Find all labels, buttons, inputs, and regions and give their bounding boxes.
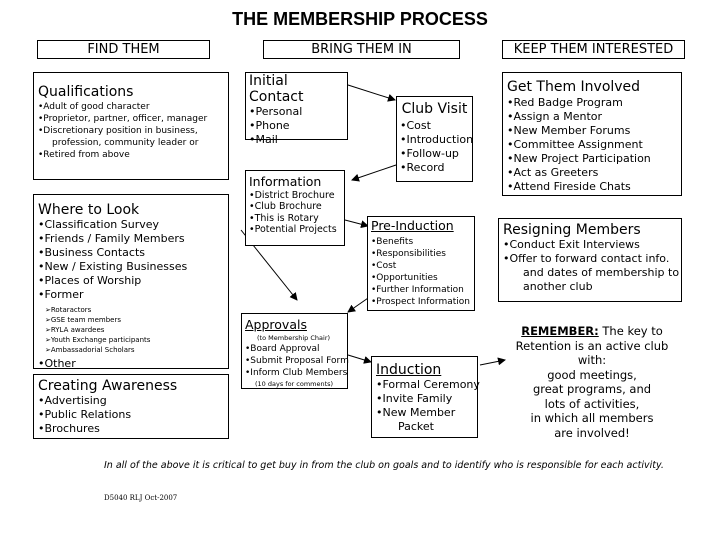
former-sub-item: ➢Youth Exchange participants	[45, 336, 151, 344]
pre-induction-item: •Prospect Information	[371, 296, 470, 307]
awareness-item: •Public Relations	[38, 408, 132, 421]
involved-item: •Red Badge Program	[507, 96, 623, 109]
approvals-note-bottom: (10 days for comments)	[255, 379, 334, 388]
qualifications-box: Qualifications •Adult of good character …	[33, 72, 229, 180]
qualification-item: •Adult of good character	[38, 102, 150, 112]
approvals-item: •Board Approval	[245, 343, 320, 354]
remember-line: Retention is an active club with:	[515, 338, 669, 368]
where-to-look-item: •Friends / Family Members	[38, 232, 185, 245]
remember-line: lots of activities,	[544, 396, 640, 411]
initial-contact-heading: Initial Contact	[249, 73, 304, 105]
where-to-look-item: •Business Contacts	[38, 246, 146, 259]
pre-induction-box: Pre-Induction •Benefits •Responsibilitie…	[367, 216, 475, 311]
induction-item: Packet	[398, 420, 434, 433]
arrow-approvals-to-induction	[347, 354, 372, 364]
involved-item: •Assign a Mentor	[507, 110, 603, 123]
where-to-look-box: Where to Look •Classification Survey •Fr…	[33, 194, 229, 370]
information-item: •This is Rotary	[249, 212, 319, 224]
club-visit-item: •Introduction	[400, 133, 474, 146]
awareness-item: •Brochures	[38, 422, 100, 435]
pre-induction-heading: Pre-Induction	[371, 218, 454, 233]
footer-note: In all of the above it is critical to ge…	[104, 460, 664, 471]
resigning-item: and dates of membership to	[523, 266, 680, 279]
resigning-members-heading: Resigning Members	[503, 222, 641, 238]
involved-item: •Attend Fireside Chats	[507, 180, 631, 193]
former-sub-item: ➢Ambassadorial Scholars	[45, 346, 135, 354]
remember-line: good meetings,	[547, 367, 637, 382]
induction-item: •Invite Family	[376, 392, 453, 405]
resigning-item: another club	[523, 280, 593, 293]
pre-induction-item: •Cost	[371, 260, 397, 271]
information-box: Information •District Brochure •Club Bro…	[245, 170, 345, 246]
arrow-contact-to-visit	[347, 84, 396, 102]
arrow-visit-to-information	[351, 164, 397, 182]
qualifications-heading: Qualifications	[38, 84, 134, 100]
involved-item: •Committee Assignment	[507, 138, 643, 151]
induction-item: •New Member	[376, 406, 456, 419]
approvals-box: Approvals (to Membership Chair) •Board A…	[241, 313, 349, 389]
creating-awareness-heading: Creating Awareness	[38, 378, 178, 394]
club-visit-heading: Club Visit	[401, 101, 468, 117]
remember-label: REMEMBER:	[521, 324, 599, 338]
information-item: •Potential Projects	[249, 224, 337, 235]
induction-item: •Formal Ceremony	[376, 378, 480, 391]
contact-item: •Personal	[249, 105, 303, 118]
page-title: THE MEMBERSHIP PROCESS	[232, 9, 488, 29]
resigning-item: •Offer to forward contact info.	[503, 252, 670, 265]
remember-line: are involved!	[554, 425, 630, 440]
get-them-involved-box: Get Them Involved •Red Badge Program •As…	[502, 72, 682, 196]
information-item: •District Brochure	[249, 189, 335, 201]
where-to-look-item: •Former	[38, 288, 84, 301]
involved-item: •Act as Greeters	[507, 166, 599, 179]
former-sub-item: ➢Rotaractors	[45, 306, 92, 314]
get-them-involved-heading: Get Them Involved	[507, 79, 641, 95]
header-keep-them-interested: KEEP THEM INTERESTED	[502, 40, 685, 59]
arrow-information-to-preinduction	[344, 219, 369, 229]
awareness-item: •Advertising	[38, 394, 107, 407]
contact-item: •Phone	[249, 119, 290, 132]
club-visit-item: •Follow-up	[400, 147, 459, 160]
remember-line: great programs, and	[532, 382, 652, 396]
where-to-look-heading: Where to Look	[38, 202, 140, 218]
header-bring-them-in: BRING THEM IN	[263, 40, 460, 59]
where-to-look-item: •Places of Worship	[38, 274, 142, 287]
initial-contact-box: Initial Contact •Personal •Phone •Mail	[245, 72, 348, 146]
pre-induction-item: •Benefits	[371, 236, 414, 247]
qualification-item: •Discretionary position in business,	[38, 126, 198, 136]
resigning-members-box: Resigning Members •Conduct Exit Intervie…	[498, 218, 682, 302]
where-to-look-item: •Classification Survey	[38, 218, 160, 231]
remember-line: The key to	[602, 324, 663, 338]
involved-item: •New Project Participation	[507, 152, 651, 165]
pre-induction-item: •Further Information	[371, 284, 464, 295]
club-visit-item: •Cost	[400, 119, 431, 132]
approvals-heading: Approvals	[245, 317, 307, 332]
creating-awareness-box: Creating Awareness •Advertising •Public …	[33, 374, 229, 439]
contact-item: •Mail	[249, 133, 278, 146]
qualification-item: •Proprietor, partner, officer, manager	[38, 114, 208, 124]
induction-heading: Induction	[376, 362, 442, 378]
header-find-them: FIND THEM	[37, 40, 210, 59]
approvals-item: •Inform Club Members	[245, 367, 348, 378]
induction-box: Induction •Formal Ceremony •Invite Famil…	[371, 356, 480, 438]
club-visit-item: •Record	[400, 161, 445, 174]
pre-induction-item: •Responsibilities	[371, 248, 446, 259]
former-sub-item: ➢RYLA awardees	[45, 326, 105, 334]
involved-item: •New Member Forums	[507, 124, 631, 137]
remember-line: in which all members	[530, 411, 654, 425]
club-visit-box: Club Visit •Cost •Introduction •Follow-u…	[396, 96, 473, 182]
pre-induction-item: •Opportunities	[371, 272, 438, 283]
where-to-look-other: •Other	[38, 357, 76, 370]
qualification-item: •Retired from above	[38, 150, 130, 160]
former-sub-item: ➢GSE team members	[45, 316, 121, 324]
information-heading: Information	[249, 174, 322, 189]
document-code: D5040 RLJ Oct-2007	[104, 494, 178, 502]
information-item: •Club Brochure	[249, 201, 322, 212]
arrow-induction-to-remember	[479, 357, 506, 366]
approvals-item: •Submit Proposal Form	[245, 355, 349, 366]
qualification-item: profession, community leader or	[52, 138, 199, 148]
where-to-look-item: •New / Existing Businesses	[38, 260, 188, 273]
approvals-note-top: (to Membership Chair)	[257, 333, 331, 342]
remember-note: REMEMBER: The key to Retention is an act…	[500, 324, 684, 440]
resigning-item: •Conduct Exit Interviews	[503, 238, 640, 251]
